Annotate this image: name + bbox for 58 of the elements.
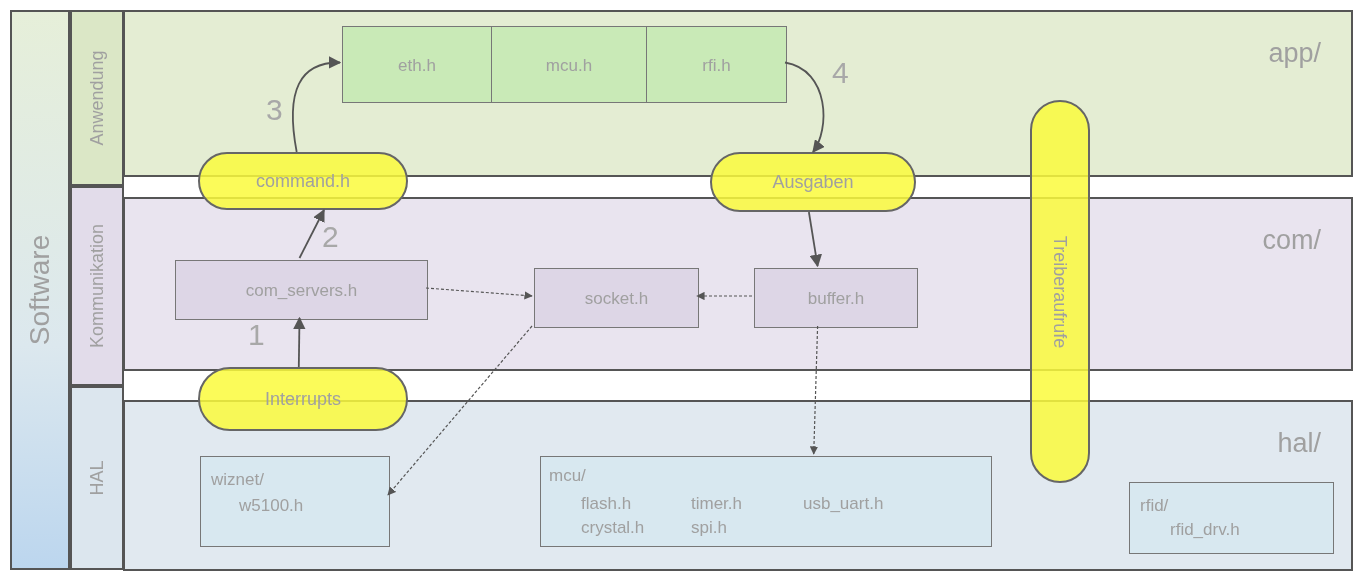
interface-pill	[1030, 100, 1090, 483]
arrow	[292, 56, 342, 153]
step-number: 2	[322, 222, 339, 252]
layer-name: Software	[26, 234, 54, 346]
module-box	[646, 26, 787, 103]
module-box	[342, 26, 492, 103]
file-name: timer.h	[691, 495, 743, 512]
layer-band	[123, 197, 1353, 371]
file-name: usb_uart.h	[803, 495, 884, 512]
interface-name: Treiberaufrufe	[1051, 235, 1069, 348]
arrow	[293, 316, 306, 368]
file-name: com_servers.h	[245, 281, 358, 299]
arrow	[808, 211, 822, 268]
layer-header	[70, 386, 124, 570]
step-number: 3	[266, 95, 283, 125]
interface-pill	[198, 367, 408, 431]
arrow	[809, 325, 819, 455]
arrow	[387, 325, 533, 496]
file-name: rfi.h	[702, 56, 731, 73]
interface-pill	[710, 152, 916, 212]
arrow	[784, 61, 825, 154]
folder-name: com/	[1262, 227, 1321, 254]
file-name: mcu.h	[545, 56, 593, 73]
interface-pill	[198, 152, 408, 210]
interface-name: Ausgaben	[772, 173, 854, 191]
layer-header	[70, 186, 124, 386]
step-number: 4	[832, 58, 849, 88]
module-box	[175, 260, 428, 320]
folder-box	[1129, 482, 1334, 554]
file-name: rfid_drv.h	[1170, 521, 1240, 538]
folder-name: hal/	[1277, 430, 1321, 457]
arrow	[425, 287, 533, 300]
layer-header	[70, 10, 124, 186]
folder-name: rfid/	[1140, 497, 1169, 514]
file-name: buffer.h	[807, 289, 865, 307]
file-name: spi.h	[691, 519, 727, 536]
folder-name: wiznet/	[211, 471, 264, 488]
module-box	[491, 26, 647, 103]
layer-column	[10, 10, 70, 570]
folder-name: app/	[1268, 40, 1321, 67]
interface-name: Interrupts	[265, 390, 341, 408]
folder-box	[200, 456, 390, 547]
file-name: socket.h	[584, 289, 649, 307]
file-name: eth.h	[398, 56, 436, 73]
file-name: w5100.h	[239, 497, 304, 514]
layer-name: HAL	[88, 460, 106, 496]
folder-name: mcu/	[549, 467, 586, 484]
layer-name: Kommunikation	[88, 223, 106, 349]
step-number: 1	[248, 320, 265, 350]
interface-name: command.h	[256, 172, 350, 190]
file-name: crystal.h	[581, 519, 645, 536]
folder-box	[540, 456, 992, 547]
arrow	[298, 208, 325, 259]
module-box	[534, 268, 699, 328]
arrow	[696, 291, 753, 301]
file-name: flash.h	[581, 495, 632, 512]
layer-name: Anwendung	[88, 50, 106, 146]
module-box	[754, 268, 918, 328]
